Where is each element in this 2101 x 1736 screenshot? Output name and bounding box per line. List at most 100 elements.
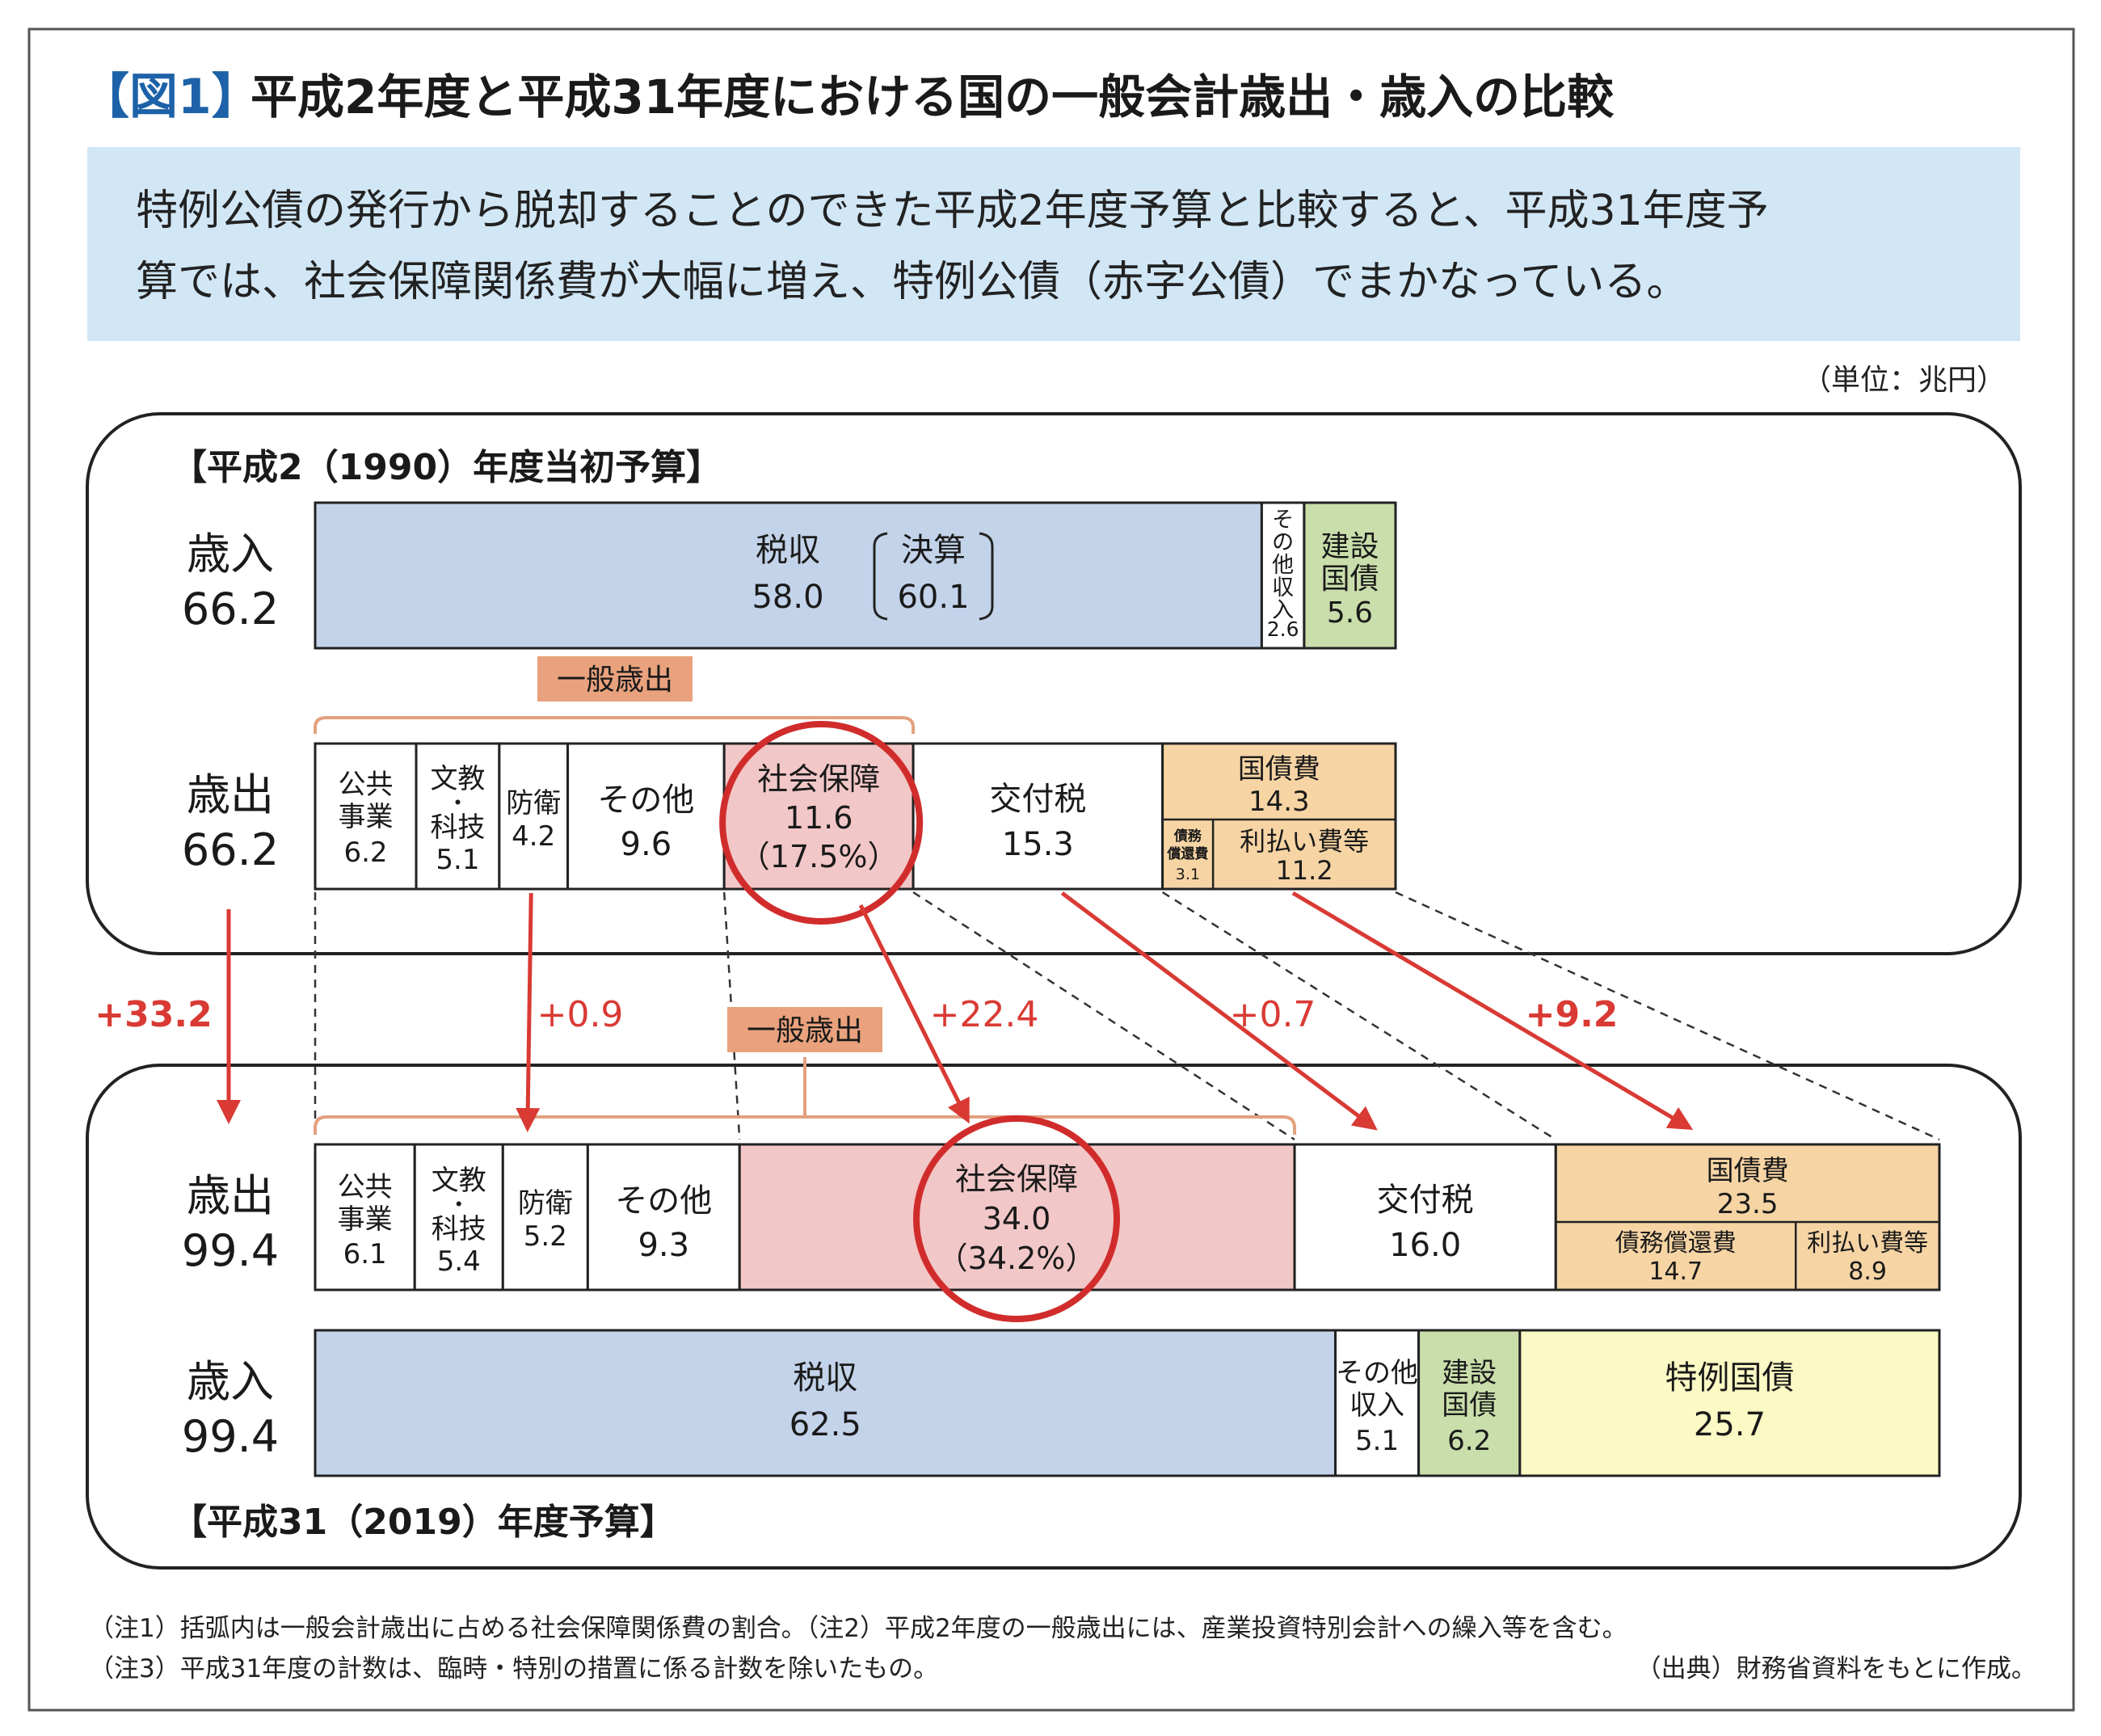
exp-2019-interest-label: 利払い費等	[1807, 1229, 1928, 1258]
settlement-bracket-right	[979, 532, 994, 621]
exp-1990-public-works-l1: 公共	[339, 769, 394, 801]
social-security-2019-highlight-circle	[913, 1115, 1120, 1322]
expenditure-2019-education_science-segment	[413, 1143, 504, 1291]
revenue-2019-other_revenue-segment	[1334, 1329, 1421, 1477]
exp-1990-education-value: 5.1	[436, 844, 479, 876]
exp-2019-public-works-l2: 事業	[338, 1203, 393, 1236]
panel-1990-frame	[86, 412, 2022, 955]
exp-2019-education-value: 5.4	[437, 1245, 481, 1278]
exp-2019-interest-value: 8.9	[1848, 1258, 1887, 1286]
expenditure-1990-defense-segment	[498, 742, 570, 891]
revenue-1990-construction-value: 5.6	[1327, 596, 1373, 630]
general-exp-2019-label: 一般歳出	[747, 1014, 863, 1047]
revenue-1990-settlement-label: 決算	[901, 532, 966, 569]
expenditure-2019-local_allocation_tax-segment	[1293, 1143, 1557, 1291]
revenue-2019-construction-value: 6.2	[1447, 1425, 1491, 1457]
revenue-1990-other-label-char: 入	[1272, 598, 1294, 623]
expenditure-1990-label: 歳出	[187, 769, 274, 820]
exp-2019-social-label: 社会保障	[955, 1161, 1078, 1197]
revenue-1990-construction-label-2: 国債	[1320, 563, 1379, 596]
revenue-1990-other-label-char: の	[1272, 530, 1294, 555]
segment-connector-dashed-line	[1395, 891, 1940, 1141]
revenue-2019-other-l2: 収入	[1349, 1389, 1404, 1422]
exp-1990-redemption-l1: 債務	[1173, 828, 1202, 845]
figure-label: 【図1】	[81, 69, 260, 125]
revenue-2019-deficit_bond-segment	[1518, 1329, 1941, 1477]
exp-1990-debt-label: 国債費	[1238, 753, 1320, 786]
revenue-2019-other-l1: その他	[1336, 1357, 1418, 1389]
exp-1990-education-l3: 科技	[430, 811, 485, 844]
expenditure-2019-total: 99.4	[182, 1225, 279, 1276]
exp-1990-local-tax-value: 15.3	[1002, 826, 1074, 863]
expenditure-1990-education_science-segment	[415, 742, 501, 891]
source-note: （出典）財務省資料をもとに作成。	[1636, 1654, 2036, 1683]
exp-2019-debt-label: 国債費	[1707, 1155, 1789, 1187]
exp-1990-social-label: 社会保障	[757, 761, 880, 797]
exp-1990-public-works-l2: 事業	[339, 801, 394, 833]
expenditure-2019-social_security-segment	[738, 1143, 1296, 1291]
expenditure-2019-other-segment	[586, 1143, 741, 1291]
segment-connector-dashed-line	[912, 891, 1295, 1141]
defense-change-label: +0.9	[537, 994, 624, 1035]
expenditure-1990-total: 66.2	[182, 824, 279, 875]
revenue-1990-construction-label-1: 建設	[1320, 530, 1379, 563]
debt-service-change-arrow	[1291, 891, 1694, 1131]
exp-1990-social-share: （17.5%）	[739, 839, 899, 874]
expenditure-1990-other-segment	[566, 742, 726, 891]
general-exp-1990-label: 一般歳出	[557, 664, 673, 697]
revenue-2019-tax-value: 62.5	[789, 1406, 861, 1443]
expenditure-2019-public_works-segment	[314, 1143, 416, 1291]
exp-2019-local-tax-label: 交付税	[1377, 1182, 1474, 1219]
expenditure-1990-debt_service-segment	[1161, 742, 1397, 891]
general-exp-1990-tag	[537, 656, 693, 702]
exp-2019-other-label: その他	[615, 1182, 712, 1220]
revenue-2019-label: 歳入	[187, 1356, 274, 1407]
revenue-2019-construction_bond-segment	[1417, 1329, 1522, 1477]
exp-2019-social-share: （34.2%）	[937, 1241, 1097, 1276]
exp-1990-defense-value: 4.2	[512, 820, 555, 853]
exp-1990-social-value: 11.6	[785, 800, 853, 836]
lead-line-1: 特例公債の発行から脱却することのできた平成2年度予算と比較すると、平成31年度予	[136, 187, 1769, 235]
revenue-2019-deficit-value: 25.7	[1694, 1406, 1766, 1443]
revenue-1990-tax-segment	[314, 501, 1263, 650]
exp-2019-education-l2: ・	[448, 1191, 470, 1218]
exp-2019-debt-value: 23.5	[1717, 1188, 1779, 1220]
exp-1990-public-works-value: 6.2	[343, 836, 387, 869]
exp-1990-redemption-value: 3.1	[1176, 866, 1200, 883]
general-exp-1990-bracket	[314, 716, 916, 734]
exp-2019-education-l1: 文教	[432, 1165, 486, 1197]
revenue-2019-total: 99.4	[182, 1411, 279, 1462]
expenditure-1990-local_allocation_tax-segment	[912, 742, 1164, 891]
social-security-1990-highlight-circle	[719, 721, 924, 925]
local-tax-change-arrow	[1060, 891, 1378, 1131]
exp-1990-local-tax-label: 交付税	[989, 781, 1086, 818]
exp-2019-public-works-l1: 公共	[338, 1171, 393, 1203]
settlement-bracket-left	[873, 532, 888, 621]
exp-1990-interest-value: 11.2	[1275, 855, 1333, 886]
revenue-1990-other-label-char: そ	[1272, 508, 1294, 533]
unit-label: （単位：兆円）	[1802, 364, 2006, 397]
exp-1990-other-label: その他	[597, 782, 694, 819]
general-exp-2019-tag	[727, 1007, 882, 1052]
panel-2019-frame	[86, 1064, 2022, 1570]
exp-2019-local-tax-value: 16.0	[1389, 1227, 1461, 1264]
revenue-1990-construction_bond-segment	[1303, 501, 1397, 650]
exp-1990-defense-label: 防衛	[506, 787, 561, 820]
expenditure-2019-debt_service-segment	[1554, 1143, 1941, 1291]
expenditure-1990-social_security-segment	[722, 742, 915, 891]
exp-2019-redemption-label: 債務償還費	[1615, 1229, 1737, 1258]
revenue-1990-other-value: 2.6	[1267, 617, 1299, 641]
note-1-2: （注1）括弧内は一般会計歳出に占める社会保障関係費の割合。（注2）平成2年度の一…	[89, 1614, 1627, 1643]
lead-box	[87, 147, 2020, 341]
figure-title: 平成2年度と平成31年度における国の一般会計歳出・歳入の比較	[251, 70, 1615, 124]
debt-service-change-label: +9.2	[1526, 994, 1619, 1035]
exp-1990-other-value: 9.6	[621, 826, 672, 863]
exp-1990-education-l1: 文教	[430, 763, 485, 795]
defense-change-arrow	[516, 892, 541, 1132]
note-3: （注3）平成31年度の計数は、臨時・特別の措置に係る計数を除いたもの。	[89, 1654, 938, 1683]
social-security-change-arrow	[858, 904, 970, 1124]
revenue-2019-tax-label: 税収	[793, 1359, 857, 1397]
revenue-2019-construction-l1: 建設	[1442, 1357, 1497, 1389]
revenue-1990-settlement-value: 60.1	[897, 579, 969, 616]
